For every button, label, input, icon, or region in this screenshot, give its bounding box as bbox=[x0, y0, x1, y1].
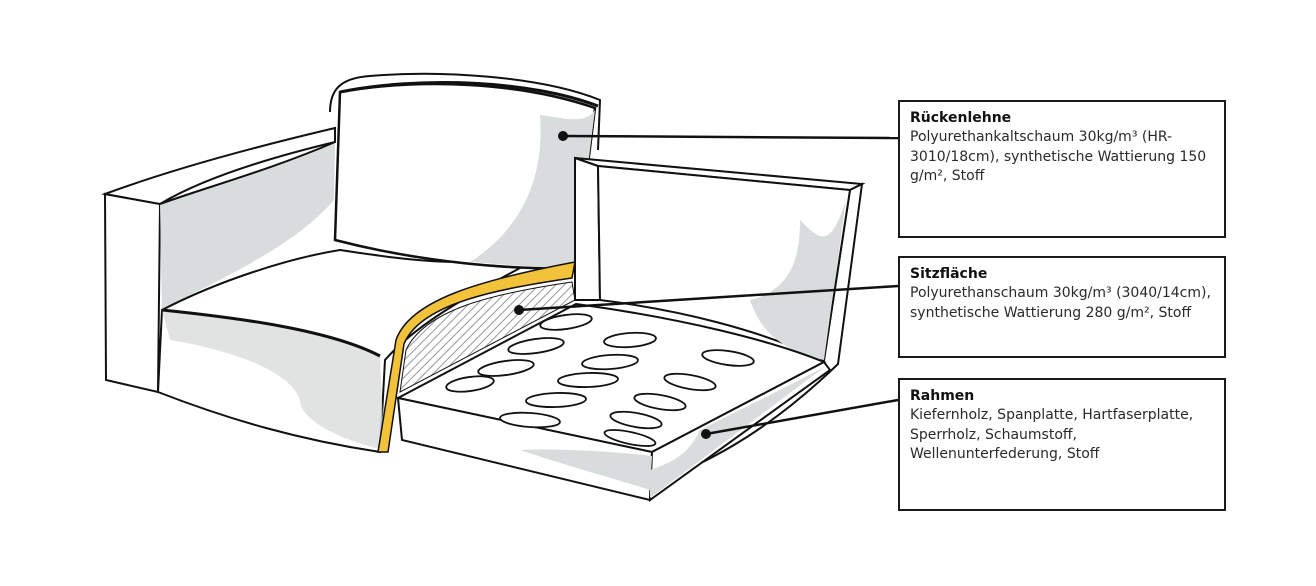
callout-frame: Rahmen Kiefernholz, Spanplatte, Hartfase… bbox=[898, 378, 1226, 511]
leader-frame bbox=[705, 398, 899, 436]
leader-dot-frame bbox=[701, 429, 711, 439]
callout-leader-dots bbox=[514, 131, 711, 439]
leader-dot-backrest bbox=[558, 131, 568, 141]
leader-seat bbox=[518, 284, 899, 312]
callout-frame-title: Rahmen bbox=[910, 388, 975, 404]
left-armrest bbox=[101, 126, 336, 394]
back-frame-outline bbox=[329, 72, 602, 151]
seat-frame-springs bbox=[395, 302, 832, 503]
leader-backrest bbox=[562, 134, 899, 140]
callout-backrest-title: Rückenlehne bbox=[910, 110, 1012, 126]
backrest-cushion bbox=[333, 81, 599, 270]
callout-seat-title: Sitzfläche bbox=[910, 266, 988, 282]
callout-seat-text: Polyurethanschaum 30kg/m³ (3040/14cm), s… bbox=[910, 285, 1211, 321]
callout-leader-lines bbox=[518, 134, 899, 436]
seat-cushion bbox=[156, 248, 524, 454]
callout-backrest-text: Polyurethankaltschaum 30kg/m³ (HR-3010/1… bbox=[910, 129, 1207, 184]
callout-backrest: Rückenlehne Polyurethankaltschaum 30kg/m… bbox=[898, 100, 1226, 238]
leader-dot-seat bbox=[514, 305, 524, 315]
seat-foam-layer bbox=[377, 261, 576, 453]
callout-seat: Sitzfläche Polyurethanschaum 30kg/m³ (30… bbox=[898, 256, 1226, 358]
callout-frame-text: Kiefernholz, Spanplatte, Hartfaserplatte… bbox=[910, 407, 1194, 462]
